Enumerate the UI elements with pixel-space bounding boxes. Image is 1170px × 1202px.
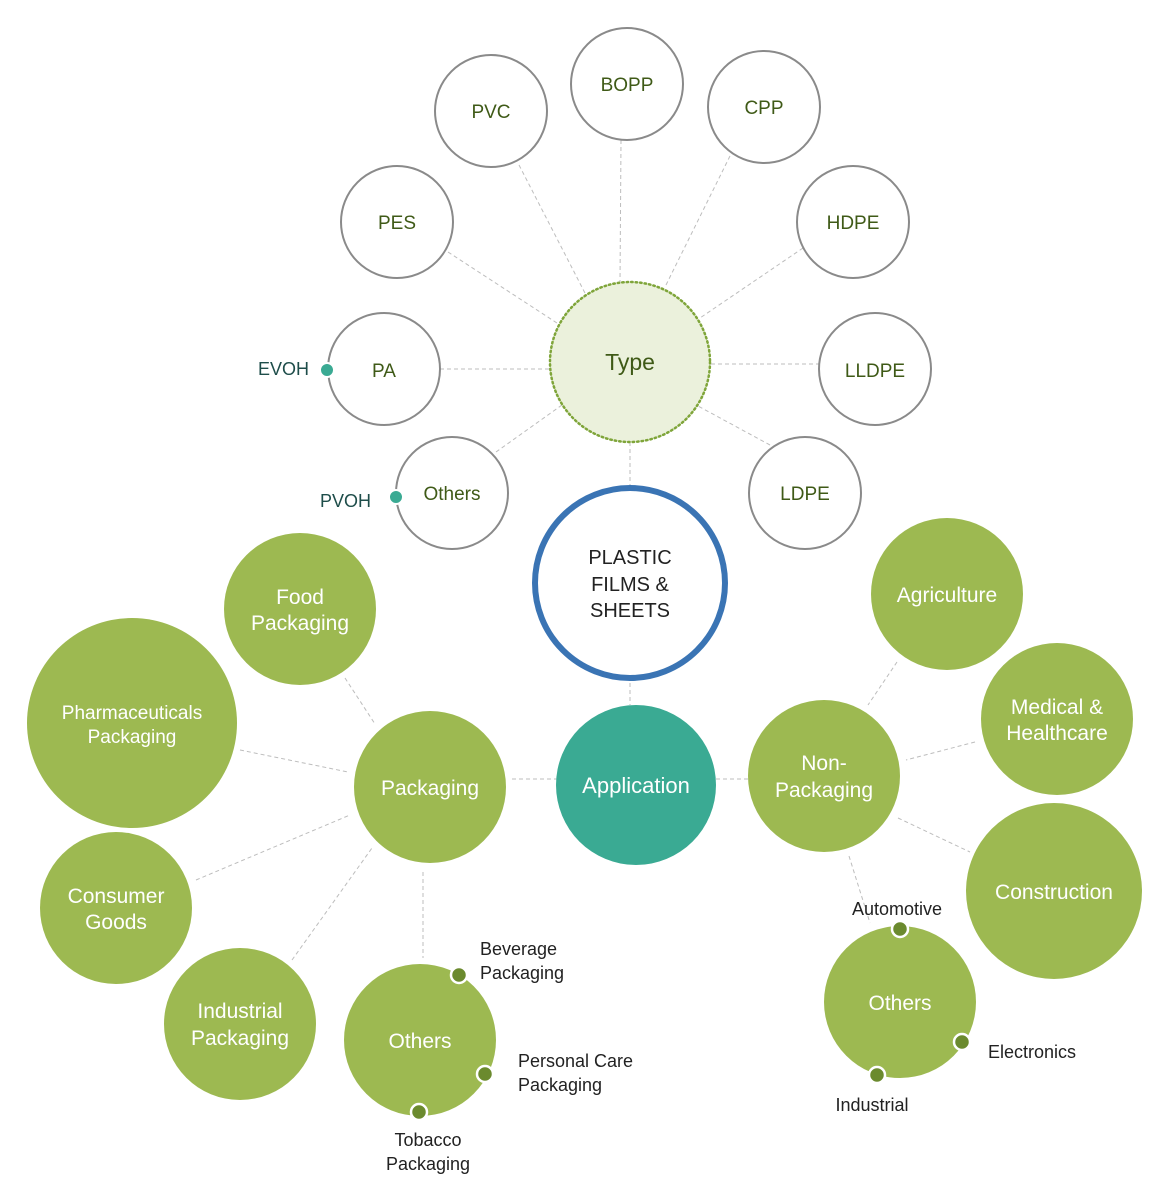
type-hub-circle[interactable]	[548, 280, 712, 444]
sub-item-label-pvoh: PVOH	[320, 491, 371, 511]
type-item-cpp[interactable]: CPP	[707, 50, 821, 164]
type-hub-label: Type	[605, 349, 655, 375]
type-item-label: HDPE	[827, 213, 880, 234]
packaging-item-pharmaceuticals[interactable]: Pharmaceuticals Packaging	[27, 618, 237, 828]
item-label-line-1: Food	[276, 586, 324, 609]
connector-nonpackaging-others	[848, 855, 871, 924]
sub-item-dot-electronics	[952, 1032, 972, 1052]
type-item-hdpe[interactable]: HDPE	[796, 165, 910, 279]
type-item-label: Others	[423, 484, 480, 505]
type-item-ldpe[interactable]: LDPE	[748, 436, 862, 550]
non-packaging-node[interactable]: Non- Packaging	[748, 700, 900, 852]
root-label-line-1: PLASTIC	[588, 547, 671, 569]
sub-item-dot	[319, 362, 335, 378]
sub-item-dot-tobacco	[409, 1102, 429, 1122]
item-label-line-1: Agriculture	[897, 584, 997, 607]
type-item-label: PES	[378, 213, 416, 234]
item-label-line-2: Packaging	[88, 727, 177, 748]
type-item-label: LLDPE	[845, 361, 905, 382]
connector-type-pes	[447, 251, 561, 326]
item-label-line-2: Packaging	[191, 1027, 289, 1050]
sub-item-dot-personal-care	[475, 1064, 495, 1084]
non-packaging-item-medical[interactable]: Medical & Healthcare	[981, 643, 1133, 795]
item-label-line-2: Goods	[85, 911, 147, 934]
type-item-label: BOPP	[601, 75, 654, 96]
type-item-lldpe[interactable]: LLDPE	[818, 312, 932, 426]
application-hub[interactable]: Application	[556, 705, 716, 865]
sub-item-label-industrial: Industrial	[835, 1095, 908, 1115]
packaging-item-consumer-goods[interactable]: Consumer Goods	[40, 832, 192, 984]
sub-item-label-personal-care-2: Packaging	[518, 1075, 602, 1095]
sub-item-label-evoh: EVOH	[258, 359, 309, 379]
sub-item-label-electronics: Electronics	[988, 1042, 1076, 1062]
connector-packaging-industrial	[291, 847, 373, 961]
non-packaging-item-agriculture[interactable]: Agriculture	[871, 518, 1023, 670]
root-node[interactable]: PLASTIC FILMS & SHEETS	[532, 485, 728, 681]
sub-item-dot	[388, 489, 404, 505]
connector-type-hdpe	[699, 247, 804, 319]
non-packaging-item-others[interactable]: Others Automotive Electronics Industrial	[824, 899, 1076, 1115]
type-item-label: CPP	[744, 98, 783, 119]
item-label-line-1: Construction	[995, 881, 1113, 904]
connector-type-bopp	[619, 139, 622, 284]
connector-packaging-consumer	[195, 814, 351, 881]
sub-item-label-tobacco-2: Packaging	[386, 1154, 470, 1174]
item-label-line-1: Pharmaceuticals	[62, 703, 202, 724]
application-label: Application	[582, 773, 690, 798]
sub-item-label-personal-care-1: Personal Care	[518, 1051, 633, 1071]
sub-item-label-automotive: Automotive	[852, 899, 942, 919]
connector-packaging-pharma	[239, 749, 349, 773]
others-label: Others	[868, 992, 931, 1015]
type-item-label: PA	[372, 361, 396, 382]
connector-type-cpp	[664, 155, 731, 288]
packaging-item-others[interactable]: Others Beverage Packaging Personal Care …	[344, 939, 633, 1174]
sub-item-dot-automotive	[890, 919, 910, 939]
item-label-line-2: Packaging	[775, 779, 873, 802]
type-item-label: PVC	[471, 102, 510, 123]
connector-type-ldpe	[697, 405, 771, 446]
connector-type-others	[495, 404, 563, 453]
type-item-pa[interactable]: PA EVOH	[258, 312, 441, 426]
item-label-line-1: Non-	[801, 752, 847, 775]
root-label-line-3: SHEETS	[590, 600, 670, 622]
connectors	[195, 139, 976, 961]
type-item-pes[interactable]: PES	[340, 165, 454, 279]
sub-item-label-beverage-2: Packaging	[480, 963, 564, 983]
item-label-line-1: Industrial	[197, 1000, 282, 1023]
sub-item-dot-industrial	[867, 1065, 887, 1085]
non-packaging-item-construction[interactable]: Construction	[966, 803, 1142, 979]
item-label-line-2: Healthcare	[1006, 722, 1108, 745]
item-label-line-1: Consumer	[68, 885, 165, 908]
type-item-pvc[interactable]: PVC	[434, 54, 548, 168]
connector-nonpackaging-construction	[897, 817, 971, 853]
type-item-label: LDPE	[780, 484, 830, 505]
type-item-others[interactable]: Others PVOH	[320, 436, 509, 550]
type-item-bopp[interactable]: BOPP	[570, 27, 684, 141]
connector-packaging-food	[344, 677, 376, 725]
root-label-line-2: FILMS &	[591, 574, 669, 596]
packaging-item-industrial[interactable]: Industrial Packaging	[164, 948, 316, 1100]
packaging-label: Packaging	[381, 777, 479, 800]
sub-item-label-tobacco-1: Tobacco	[394, 1130, 461, 1150]
connector-type-pvc	[518, 164, 587, 296]
sub-item-label-beverage-1: Beverage	[480, 939, 557, 959]
sub-item-dot-beverage	[449, 965, 469, 985]
connector-nonpackaging-agriculture	[867, 661, 898, 706]
type-hub[interactable]: Type	[548, 280, 712, 444]
others-label: Others	[388, 1030, 451, 1053]
item-label-line-2: Packaging	[251, 612, 349, 635]
item-label-line-1: Medical &	[1011, 696, 1103, 719]
packaging-node[interactable]: Packaging	[354, 711, 506, 863]
connector-nonpackaging-medical	[905, 741, 976, 761]
packaging-item-food[interactable]: Food Packaging	[224, 533, 376, 685]
